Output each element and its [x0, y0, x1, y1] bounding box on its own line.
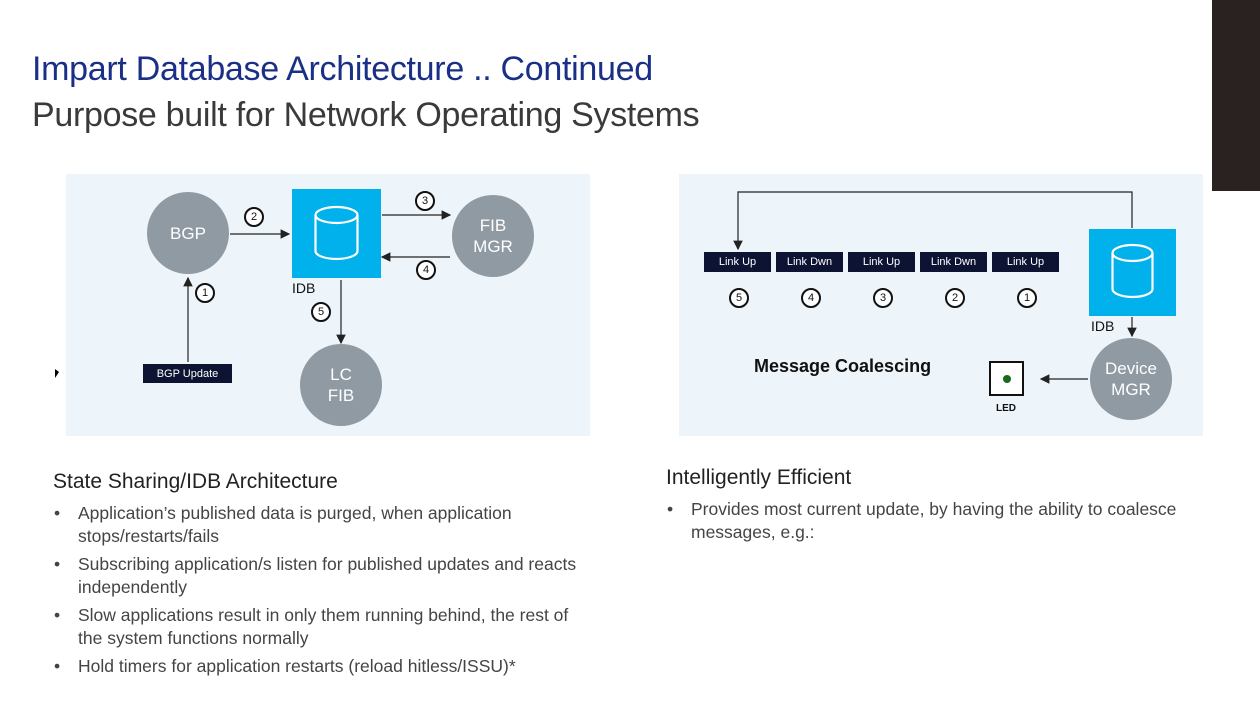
slide-subtitle: Purpose built for Network Operating Syst… [32, 96, 700, 134]
bgp-update-tag: BGP Update [143, 364, 232, 383]
step-badge-1: 1 [195, 283, 215, 303]
fib-mgr-label-line1: FIB [479, 216, 507, 235]
message-tag-3: Link Up [848, 252, 915, 272]
device-mgr-label-line2: MGR [1111, 380, 1151, 399]
fib-mgr-label-line2: MGR [473, 237, 513, 256]
step-badge-3: 3 [415, 191, 435, 211]
right-database-icon [1111, 243, 1154, 299]
fib-mgr-node: FIB MGR [452, 195, 534, 277]
lc-fib-node: LC FIB [300, 344, 382, 426]
arrow-idb-to-queue [733, 191, 1133, 251]
right-idb-label: IDB [1091, 318, 1115, 334]
bgp-update-label: BGP Update [156, 367, 219, 380]
led-label: LED [996, 403, 1016, 414]
bgp-label: BGP [170, 223, 206, 243]
left-bullet-3: Slow applications result in only them ru… [52, 604, 597, 650]
message-coalescing-label: Message Coalescing [754, 356, 932, 376]
step-badge-4: 4 [416, 260, 436, 280]
left-section-heading: State Sharing/IDB Architecture [53, 470, 338, 493]
left-bullet-2: Subscribing application/s listen for pub… [52, 553, 597, 599]
database-icon [314, 205, 359, 261]
message-step-badge-3: 3 [873, 288, 893, 308]
left-bullet-4: Hold timers for application restarts (re… [52, 655, 597, 678]
right-bullet-1: Provides most current update, by having … [665, 498, 1235, 544]
led-dot-icon [1003, 375, 1011, 383]
message-tag-2: Link Dwn [776, 252, 843, 272]
message-tag-1: Link Up [704, 252, 771, 272]
left-section-bullets: Application’s published data is purged, … [52, 502, 597, 683]
idb-database-box [292, 189, 381, 278]
bgp-node: BGP [147, 192, 229, 274]
device-mgr-node: Device MGR [1090, 338, 1172, 420]
slide-title: Impart Database Architecture .. Continue… [32, 50, 653, 88]
step-badge-2: 2 [244, 207, 264, 227]
right-diagram-panel: Link Up Link Dwn Link Up Link Dwn Link U… [679, 174, 1203, 436]
message-step-badge-5: 1 [1017, 288, 1037, 308]
right-section-heading: Intelligently Efficient [666, 466, 852, 489]
message-tag-4: Link Dwn [920, 252, 987, 272]
mouse-cursor-icon [55, 369, 59, 378]
message-tag-5: Link Up [992, 252, 1059, 272]
message-step-badge-1: 5 [729, 288, 749, 308]
message-step-badge-4: 2 [945, 288, 965, 308]
right-diagram-arrows [733, 191, 1137, 384]
left-diagram-panel: BGP IDB FIB MGR LC FIB BGP Update 1 2 3 … [66, 174, 590, 436]
led-box [989, 361, 1024, 396]
right-section-bullets: Provides most current update, by having … [665, 498, 1235, 549]
step-badge-5: 5 [311, 302, 331, 322]
idb-label: IDB [292, 280, 316, 296]
device-mgr-label-line1: Device [1105, 359, 1157, 378]
left-diagram-arrows [183, 210, 452, 362]
message-step-badge-2: 4 [801, 288, 821, 308]
presenter-video [1212, 0, 1260, 191]
lc-fib-label-line1: LC [330, 365, 352, 384]
right-idb-database-box [1089, 229, 1176, 316]
lc-fib-label-line2: FIB [327, 386, 355, 405]
left-bullet-1: Application’s published data is purged, … [52, 502, 597, 548]
